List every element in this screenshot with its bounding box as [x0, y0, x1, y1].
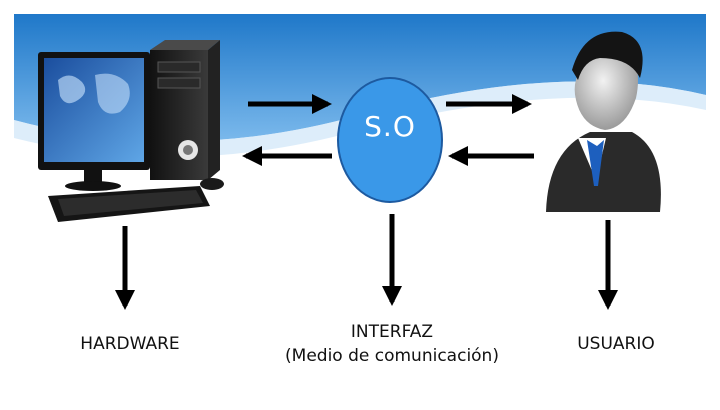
so-circle — [337, 77, 443, 203]
user-label: USUARIO — [577, 334, 655, 354]
hardware-label: HARDWARE — [80, 334, 180, 354]
interface-sublabel: (Medio de comunicación) — [285, 346, 499, 366]
user-icon — [546, 31, 661, 212]
so-label: S.O — [364, 110, 416, 143]
interface-label: INTERFAZ — [350, 322, 434, 342]
computer-icon — [38, 40, 224, 222]
